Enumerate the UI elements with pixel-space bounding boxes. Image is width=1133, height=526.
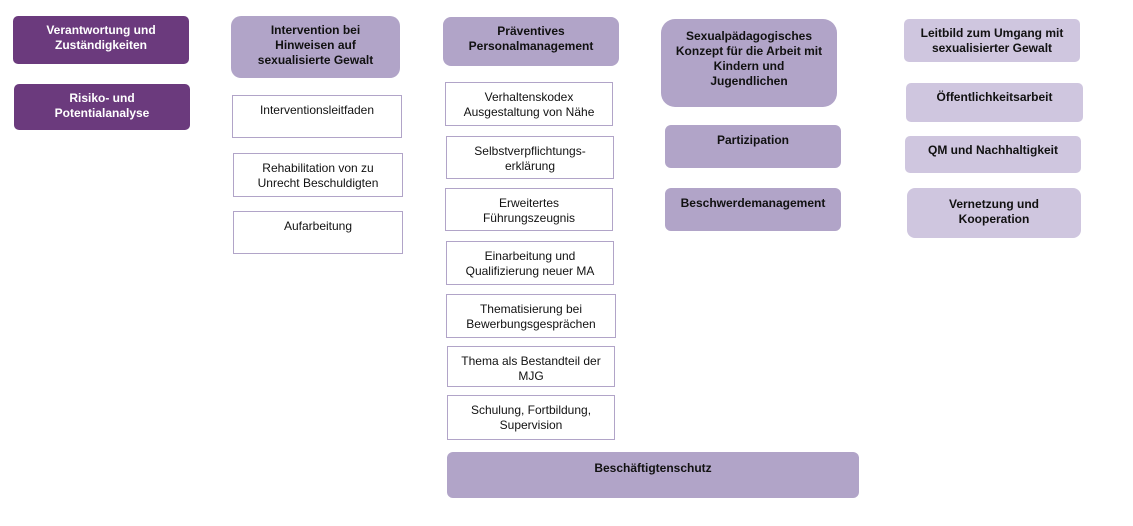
box-fuehrungszeugnis: Erweitertes Führungszeugnis	[445, 188, 613, 231]
box-sexualpaedagogisches-konzept: Sexualpädagogisches Konzept für die Arbe…	[661, 19, 837, 107]
box-selbstverpflichtung: Selbstverpflichtungs- erklärung	[446, 136, 614, 179]
box-verhaltenskodex: Verhaltenskodex Ausgestaltung von Nähe	[445, 82, 613, 126]
box-rehabilitation: Rehabilitation von zu Unrecht Beschuldig…	[233, 153, 403, 197]
box-risikoanalyse: Risiko- und Potentialanalyse	[14, 84, 190, 130]
box-verantwortung: Verantwortung und Zuständigkeiten	[13, 16, 189, 64]
box-beschwerdemanagement: Beschwerdemanagement	[665, 188, 841, 231]
box-leitbild: Leitbild zum Umgang mit sexualisierter G…	[904, 19, 1080, 62]
box-thema-mjg: Thema als Bestandteil der MJG	[447, 346, 615, 387]
box-interventionsleitfaden: Interventionsleitfaden	[232, 95, 402, 138]
box-schulung: Schulung, Fortbildung, Supervision	[447, 395, 615, 440]
box-intervention: Intervention bei Hinweisen auf sexualisi…	[231, 16, 400, 78]
box-oeffentlichkeitsarbeit: Öffentlichkeitsarbeit	[906, 83, 1083, 122]
box-partizipation: Partizipation	[665, 125, 841, 168]
box-qm-nachhaltigkeit: QM und Nachhaltigkeit	[905, 136, 1081, 173]
box-einarbeitung: Einarbeitung und Qualifizierung neuer MA	[446, 241, 614, 285]
box-personalmanagement: Präventives Personalmanagement	[443, 17, 619, 66]
box-thematisierung: Thematisierung bei Bewerbungsgesprächen	[446, 294, 616, 338]
box-beschaeftigtenschutz: Beschäftigtenschutz	[447, 452, 859, 498]
box-vernetzung: Vernetzung und Kooperation	[907, 188, 1081, 238]
box-aufarbeitung: Aufarbeitung	[233, 211, 403, 254]
